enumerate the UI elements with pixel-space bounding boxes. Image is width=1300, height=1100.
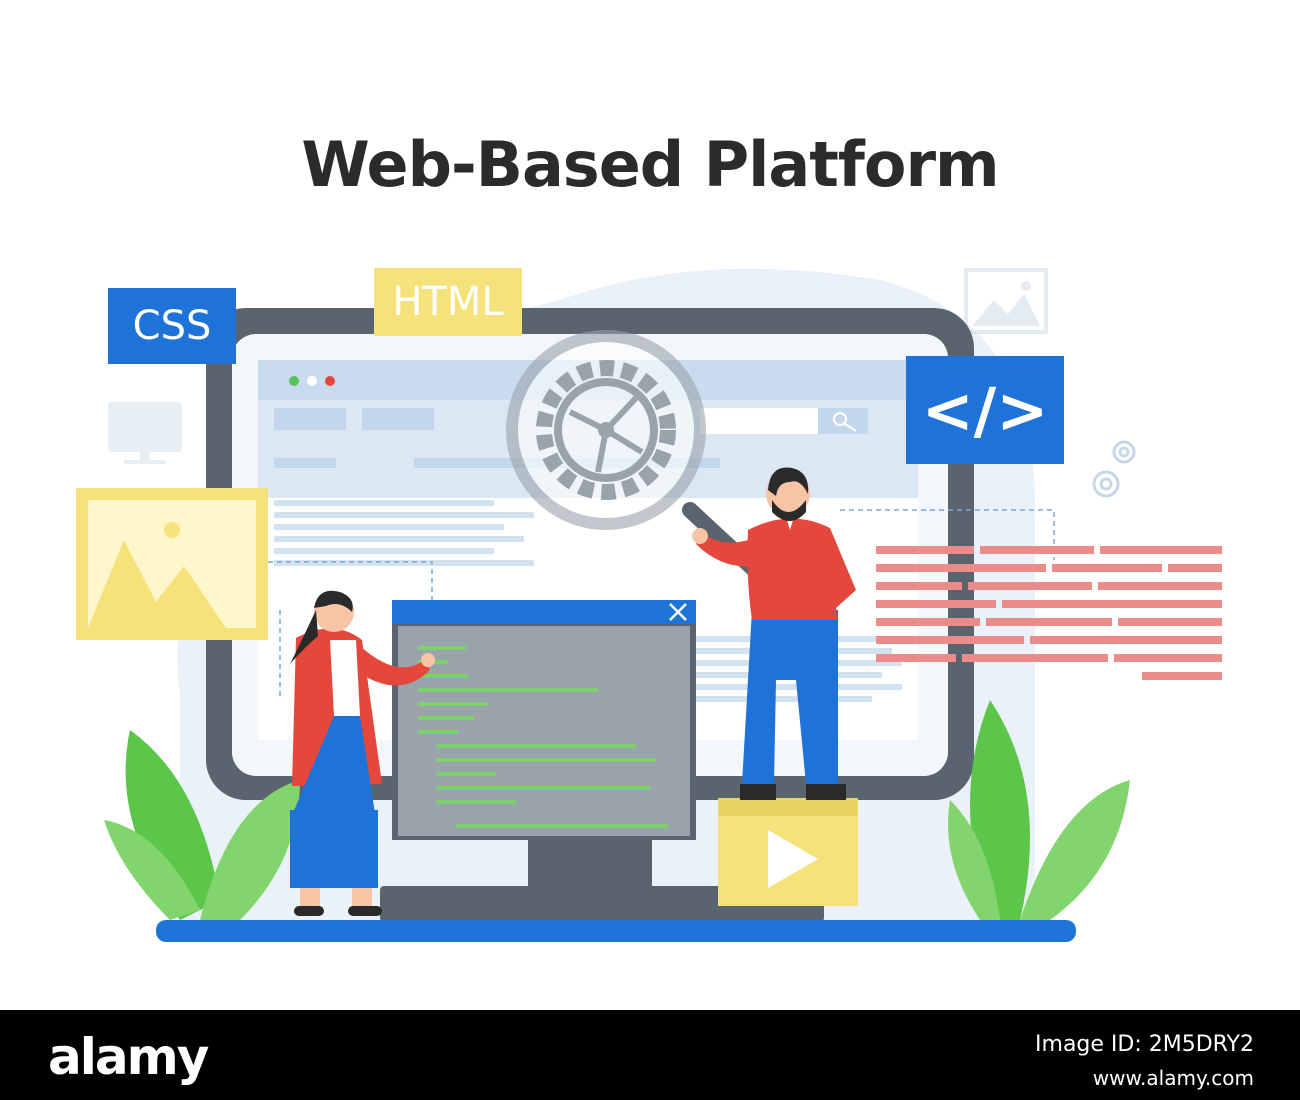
- html-tag: HTML: [374, 268, 522, 336]
- small-monitor-icon: [108, 402, 182, 464]
- page-title: Web-Based Platform: [301, 128, 999, 201]
- css-tag: CSS: [108, 288, 236, 364]
- editor-title-bar: [392, 600, 696, 624]
- man-figure: [692, 467, 856, 800]
- floor-line: [156, 920, 1076, 942]
- video-box: [718, 798, 858, 906]
- footer-bar: alamy Image ID: 2M5DRY2 www.alamy.com: [0, 1010, 1300, 1100]
- browser-dot-green: [289, 376, 299, 386]
- browser-dot-white: [307, 376, 317, 386]
- editor-base: [380, 886, 824, 922]
- yellow-image-card: [76, 488, 268, 640]
- woman-figure: [290, 590, 435, 916]
- plant-left: [104, 730, 300, 920]
- site-url-label: www.alamy.com: [1092, 1066, 1254, 1090]
- faded-image-icon: [964, 268, 1048, 334]
- close-icon: [669, 603, 687, 621]
- brand-logo: alamy: [48, 1028, 209, 1086]
- illustration: [76, 268, 1222, 942]
- red-code-lines: [876, 546, 1222, 680]
- code-brackets-tag: </>: [906, 356, 1064, 464]
- search-icon: [833, 412, 847, 426]
- gears-icon: [1092, 440, 1136, 498]
- browser-dot-red: [325, 376, 335, 386]
- plant-right: [948, 700, 1130, 920]
- image-id-label: Image ID: 2M5DRY2: [1035, 1032, 1254, 1057]
